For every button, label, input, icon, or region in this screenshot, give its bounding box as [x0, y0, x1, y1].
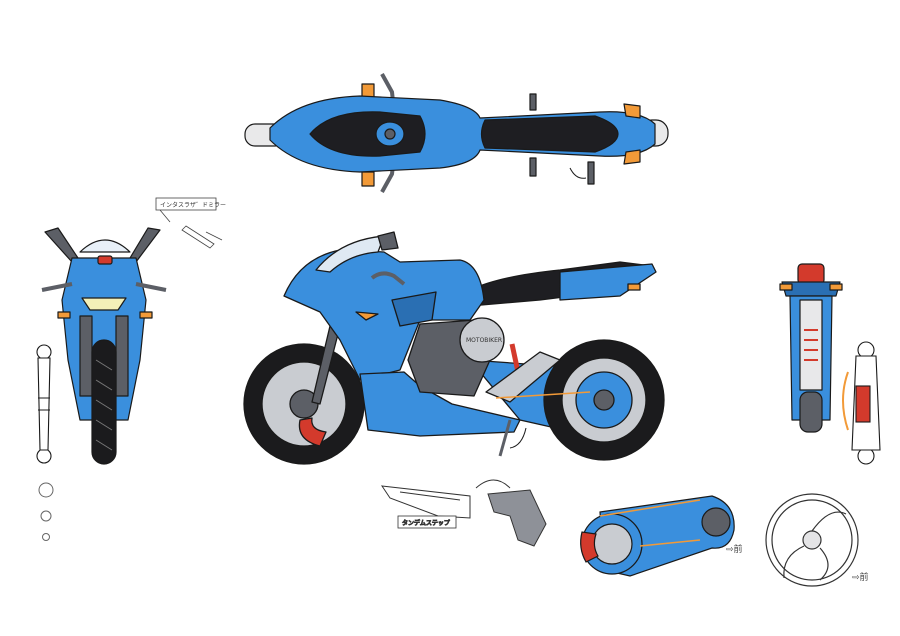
curved-arrow-icon-2 [509, 427, 527, 449]
side-view-brake-caliper [298, 417, 327, 447]
curved-arrow-icon-3 [475, 479, 511, 489]
step-note-label: タンデムステップ [402, 519, 450, 527]
front-fork-part [36, 344, 52, 464]
front-view-mirror-right [129, 227, 161, 263]
curved-arrow-icon [569, 167, 587, 179]
front-view-tire [91, 339, 117, 465]
front-view-mirror-left [44, 227, 79, 263]
swingarm-direction-label: ⇨前 [726, 543, 743, 555]
engine-emblem: MOTOBIKER [466, 337, 502, 344]
tandem-step-detail: タンデムステップ [380, 479, 547, 547]
swingarm-detail [580, 495, 735, 577]
rear-view-tire [799, 391, 823, 433]
front-view [41, 227, 167, 465]
wheel-detail [765, 493, 859, 587]
wheel-direction-label: ⇨前 [852, 571, 869, 583]
bolt-circles [38, 482, 54, 541]
side-view-engine-cover [459, 317, 505, 363]
top-view [244, 73, 669, 193]
top-view-tail-light-upper [623, 103, 641, 119]
front-view-headlight [81, 297, 127, 311]
intake-note: インタスラザ゛ドミラー [155, 197, 226, 249]
top-view-seat [480, 115, 619, 153]
side-view-fairing [283, 249, 485, 381]
side-view-belly-pan [359, 371, 521, 437]
top-view-tail-light-lower [623, 149, 641, 165]
rear-view [779, 263, 843, 433]
rear-hub-part [842, 341, 881, 465]
side-view: MOTOBIKER [243, 231, 665, 465]
intake-note-label: インタスラザ゛ドミラー [160, 201, 226, 209]
